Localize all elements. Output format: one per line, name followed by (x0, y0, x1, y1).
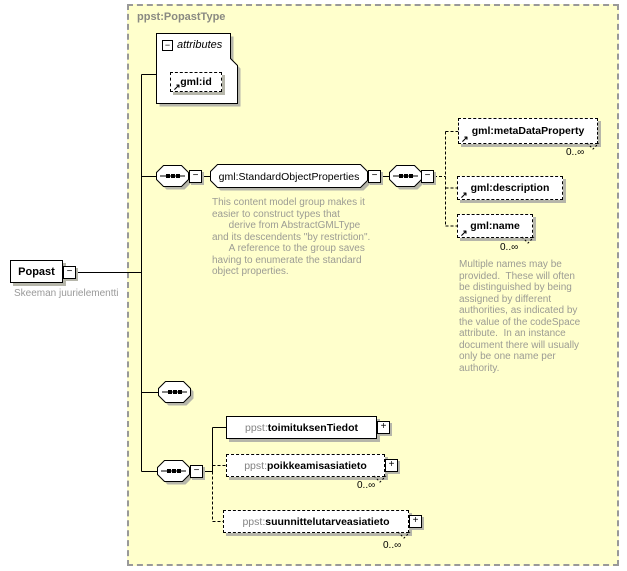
multi-occurrence-icon (586, 142, 600, 150)
collapse-icon: − (192, 170, 199, 181)
multi-occurrence-icon (397, 531, 411, 539)
gml-id-label: gml:id (180, 76, 212, 88)
sequence-compositor[interactable] (389, 165, 429, 193)
gml-name-label: gml:name (470, 220, 520, 232)
standard-group-collapse-toggle[interactable]: − (368, 170, 381, 183)
sequence-icon (160, 174, 185, 178)
reference-arrow-icon: ↗ (461, 134, 469, 144)
attributes-label: attributes (177, 39, 223, 51)
expand-icon: + (388, 459, 395, 470)
sequence4-collapse-toggle[interactable]: − (190, 465, 203, 478)
expand-icon: + (412, 515, 419, 526)
ppst-poikkeamisasiatieto-label: poikkeamisasiatieto (266, 459, 367, 472)
sequence-icon (393, 174, 418, 178)
attributes-header[interactable]: − attributes (162, 39, 222, 51)
optional-connectors (212, 131, 458, 522)
sequence-icon (162, 390, 187, 394)
occurrence-label: 0..∞ (500, 242, 519, 253)
collapse-icon: − (424, 170, 431, 181)
namespace-prefix: ppst: (245, 421, 268, 434)
occurrence-label: 0..∞ (566, 147, 585, 158)
sequence-compositor[interactable] (157, 460, 197, 488)
solid-connectors (76, 74, 389, 472)
standard-group-annotation: This content model group makes it easier… (212, 197, 371, 277)
collapse-icon: − (193, 465, 200, 476)
attributes-collapse-icon[interactable]: − (162, 39, 173, 51)
multi-occurrence-icon (521, 236, 535, 244)
reference-arrow-icon: ↗ (460, 190, 468, 200)
ppst-toimituksentiedot-box[interactable]: ppst:toimituksenTiedot (226, 416, 377, 439)
ppst-poikkeamisasiatieto-box[interactable]: ppst:poikkeamisasiatieto (226, 454, 387, 483)
collapse-icon: − (66, 266, 73, 277)
gml-name-box[interactable]: gml:name ↗ (457, 214, 535, 244)
expand-toggle[interactable]: + (377, 421, 390, 434)
collapse-icon: − (371, 170, 378, 181)
sequence2-collapse-toggle[interactable]: − (421, 170, 434, 183)
root-element-caption: Skeeman juurielementti (14, 288, 119, 299)
root-element-label: Popast (18, 265, 55, 278)
gml-id-attribute-box[interactable]: gml:id ↗ (170, 72, 222, 92)
sequence1-collapse-toggle[interactable]: − (189, 170, 202, 183)
occurrence-label: 0..∞ (357, 480, 376, 491)
standard-group-shape[interactable]: gml:StandardObjectProperties (210, 164, 376, 196)
sequence-compositor[interactable] (158, 381, 198, 409)
sequence-icon (161, 469, 186, 473)
standard-group-label: gml:StandardObjectProperties (219, 171, 360, 183)
namespace-prefix: ppst: (244, 459, 267, 472)
reference-arrow-icon: ↗ (460, 228, 468, 238)
root-collapse-toggle[interactable]: − (63, 266, 76, 279)
gml-metadataproperty-label: gml:metaDataProperty (471, 125, 585, 137)
namespace-prefix: ppst: (242, 515, 266, 528)
sequence-compositor[interactable] (156, 165, 196, 193)
ppst-suunnittelutarveasiatieto-box[interactable]: ppst:suunnittelutarveasiatieto (223, 510, 411, 539)
expand-icon: + (380, 421, 387, 432)
gml-description-label: gml:description (470, 182, 550, 194)
gml-metadataproperty-box[interactable]: gml:metaDataProperty ↗ (458, 118, 600, 150)
gml-description-box[interactable]: gml:description ↗ (457, 176, 563, 200)
multi-occurrence-icon (373, 475, 387, 483)
ppst-suunnittelutarveasiatieto-label: suunnittelutarveasiatieto (265, 515, 390, 528)
expand-toggle[interactable]: + (385, 459, 398, 472)
root-element-box[interactable]: Popast (10, 260, 63, 283)
expand-toggle[interactable]: + (409, 515, 422, 528)
gml-name-annotation: Multiple names may be provided. These wi… (459, 259, 581, 374)
occurrence-label: 0..∞ (383, 540, 402, 551)
complex-type-label: ppst:PopastType (137, 11, 226, 23)
ppst-toimituksentiedot-label: toimituksenTiedot (267, 421, 358, 434)
reference-arrow-icon: ↗ (173, 82, 181, 92)
